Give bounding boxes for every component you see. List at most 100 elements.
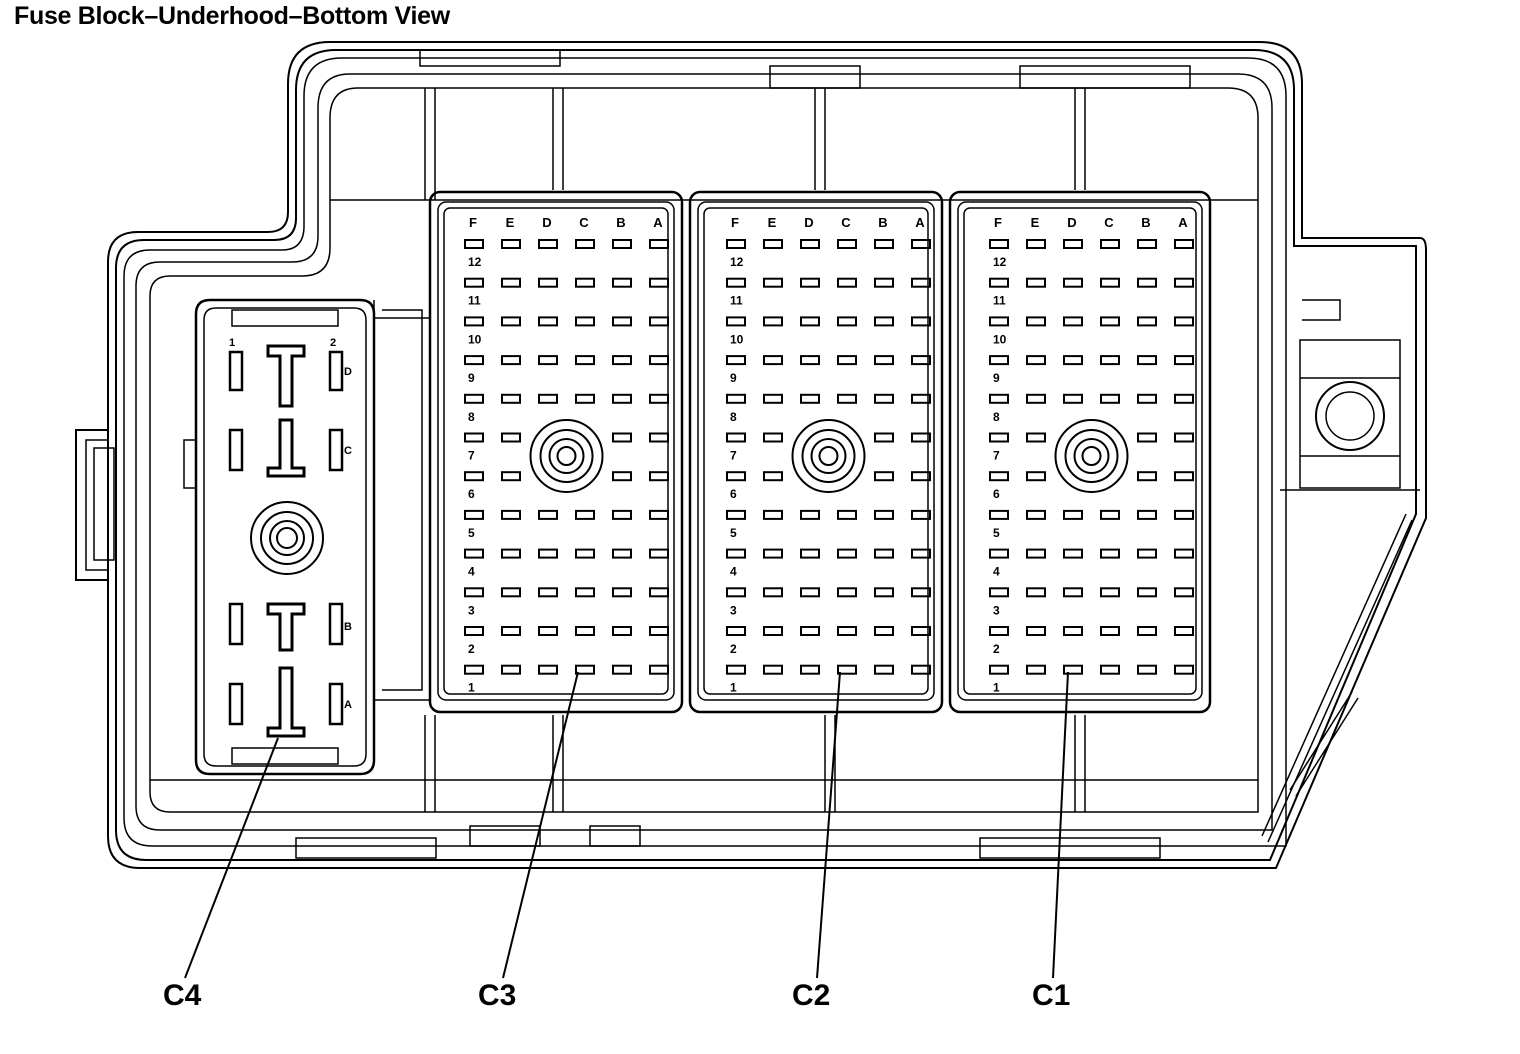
c1-terminal bbox=[1063, 393, 1083, 404]
c3-terminal bbox=[501, 432, 521, 443]
c1-terminal bbox=[989, 664, 1009, 675]
c3-row-label-3: 3 bbox=[468, 603, 475, 617]
c1-terminal bbox=[1174, 239, 1194, 249]
c3-column-label-c: C bbox=[579, 215, 589, 230]
c2-terminal bbox=[837, 509, 857, 520]
c1-terminal bbox=[1026, 664, 1046, 675]
c3-terminal bbox=[464, 277, 484, 288]
c3-terminal bbox=[501, 355, 521, 366]
c3-terminal bbox=[538, 626, 558, 636]
c1-terminal bbox=[1174, 509, 1194, 520]
c2-column-label-c: C bbox=[841, 215, 851, 230]
c1-terminal bbox=[989, 509, 1009, 520]
c3-terminal bbox=[649, 393, 669, 404]
c4-pin bbox=[228, 350, 244, 392]
c2-terminal bbox=[800, 355, 820, 366]
c3-terminal bbox=[501, 277, 521, 288]
c3-terminal bbox=[612, 626, 632, 636]
c1-terminal bbox=[1137, 587, 1157, 598]
c3-terminal bbox=[464, 355, 484, 366]
c3-terminal bbox=[464, 509, 484, 520]
c1-terminal bbox=[1100, 355, 1120, 366]
c1-row-label-12: 12 bbox=[993, 255, 1007, 269]
c4-t-pin bbox=[266, 666, 306, 738]
c3-row-label-4: 4 bbox=[468, 565, 475, 579]
c2-terminal bbox=[911, 587, 931, 598]
c3-terminal bbox=[575, 509, 595, 520]
c2-column-label-e: E bbox=[768, 215, 777, 230]
c3-terminal bbox=[612, 587, 632, 598]
c2-terminal bbox=[726, 316, 746, 327]
c2-terminal bbox=[800, 587, 820, 598]
c1-terminal bbox=[989, 239, 1009, 249]
c3-terminal bbox=[501, 316, 521, 327]
c1-terminal bbox=[989, 471, 1009, 482]
c2-terminal bbox=[874, 626, 894, 636]
c3-terminal bbox=[649, 664, 669, 675]
c1-column-label-b: B bbox=[1141, 215, 1150, 230]
c1-terminal bbox=[1063, 316, 1083, 327]
c3-terminal bbox=[612, 432, 632, 443]
c2-terminal bbox=[911, 393, 931, 404]
c1-terminal bbox=[1026, 355, 1046, 366]
c1-terminal bbox=[989, 432, 1009, 443]
c2-terminal bbox=[726, 239, 746, 249]
c3-terminal bbox=[649, 239, 669, 249]
c1-terminal bbox=[1026, 316, 1046, 327]
c1-terminal bbox=[1026, 239, 1046, 249]
c3-row-label-12: 12 bbox=[468, 255, 482, 269]
c1-column-label-a: A bbox=[1178, 215, 1188, 230]
c3-column-label-a: A bbox=[653, 215, 663, 230]
c2-terminal bbox=[911, 626, 931, 636]
c1-terminal bbox=[1100, 664, 1120, 675]
c3-terminal bbox=[464, 626, 484, 636]
c3-terminal bbox=[538, 664, 558, 675]
c3-terminal bbox=[649, 432, 669, 443]
c4-t-pin bbox=[266, 418, 306, 478]
c3-terminal bbox=[538, 587, 558, 598]
c2-terminal bbox=[763, 239, 783, 249]
c2-row-label-8: 8 bbox=[730, 410, 737, 424]
c1-terminal bbox=[1137, 664, 1157, 675]
c3-row-label-9: 9 bbox=[468, 371, 475, 385]
c1-mounting-stud bbox=[1054, 419, 1129, 493]
c1-row-label-4: 4 bbox=[993, 565, 1000, 579]
c3-terminal bbox=[612, 471, 632, 482]
c3-terminal bbox=[538, 548, 558, 559]
c2-row-label-11: 11 bbox=[730, 294, 743, 308]
callout-c3: C3 bbox=[478, 979, 516, 1012]
c1-terminal bbox=[1026, 393, 1046, 404]
c3-terminal bbox=[612, 548, 632, 559]
c3-terminal bbox=[464, 548, 484, 559]
c2-terminal bbox=[726, 626, 746, 636]
c1-column-label-d: D bbox=[1067, 215, 1076, 230]
c2-terminal bbox=[874, 239, 894, 249]
c3-row-label-1: 1 bbox=[468, 681, 475, 695]
c3-terminal bbox=[538, 239, 558, 249]
c2-row-label-7: 7 bbox=[730, 449, 737, 463]
c3-terminal bbox=[501, 664, 521, 675]
c2-terminal bbox=[800, 239, 820, 249]
c4-pin bbox=[328, 428, 344, 472]
c1-terminal bbox=[1100, 548, 1120, 559]
c4-pin-1-label: 1 bbox=[229, 337, 235, 349]
c2-leader-line bbox=[816, 671, 841, 979]
c1-terminal bbox=[1100, 393, 1120, 404]
c2-column-label-f: F bbox=[731, 215, 739, 230]
c3-column-label-e: E bbox=[506, 215, 515, 230]
c3-terminal bbox=[501, 587, 521, 598]
c2-terminal bbox=[726, 664, 746, 675]
c1-leader-line bbox=[1052, 671, 1069, 979]
c2-terminal bbox=[911, 432, 931, 443]
c1-terminal bbox=[1100, 239, 1120, 249]
c2-terminal bbox=[911, 471, 931, 482]
c1-terminal bbox=[1174, 471, 1194, 482]
c2-terminal bbox=[763, 664, 783, 675]
c2-row-label-12: 12 bbox=[730, 255, 744, 269]
c1-terminal bbox=[1026, 432, 1046, 443]
c4-pin bbox=[328, 602, 344, 646]
c3-terminal bbox=[464, 664, 484, 675]
c4-pin bbox=[328, 682, 344, 726]
c1-terminal bbox=[1063, 239, 1083, 249]
c4-pin-2-label: 2 bbox=[330, 337, 336, 349]
